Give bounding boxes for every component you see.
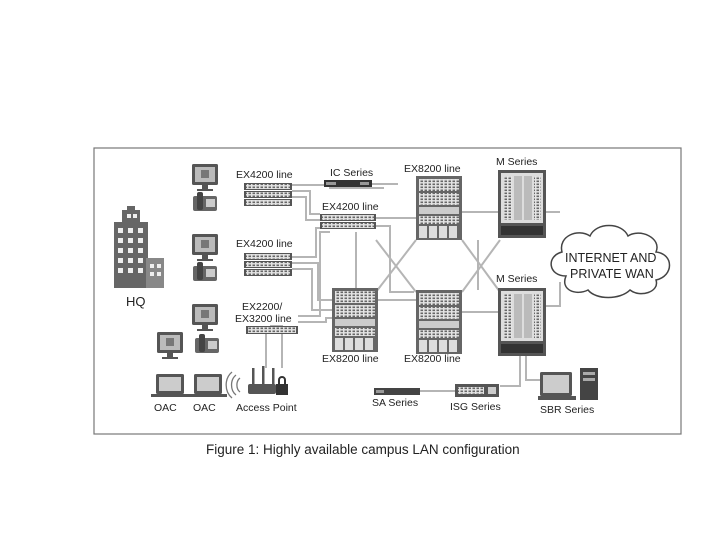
isg-series-label: ISG Series: [450, 401, 501, 413]
server-icon: [538, 368, 598, 400]
cloud-label-line2: PRIVATE WAN: [570, 267, 654, 281]
computer-icon: [192, 234, 218, 261]
sbr-series-label: SBR Series: [540, 404, 594, 416]
ex8200-br-label: EX8200 line: [404, 353, 461, 365]
router-icon-m-series-bottom: [498, 288, 546, 356]
router-icon-m-series-top: [498, 170, 546, 238]
chassis-icon-ex8200-top: [416, 176, 462, 240]
switch-icon-ex2200: [246, 326, 298, 334]
phone-icon: [193, 262, 217, 281]
hq-building-icon: [114, 206, 164, 288]
ex2200-label-line2: EX3200 line: [235, 313, 292, 325]
ex4200-mid-label: EX4200 line: [236, 238, 293, 250]
ic-series-label: IC Series: [330, 167, 373, 179]
ex8200-bl-label: EX8200 line: [322, 353, 379, 365]
workstation-group-mid: [192, 234, 218, 281]
computer-icon: [192, 164, 218, 191]
cloud-icon: [550, 224, 671, 299]
ex4200-center-label: EX4200 line: [322, 201, 379, 213]
figure-caption: Figure 1: Highly available campus LAN co…: [206, 442, 520, 457]
ex2200-label-line1: EX2200/: [242, 301, 282, 313]
ic-series-device-icon: [324, 180, 372, 187]
m-series-top-label: M Series: [496, 156, 537, 168]
sa-series-label: SA Series: [372, 397, 418, 409]
oac-label-2: OAC: [193, 402, 216, 414]
switch-icon-ex4200-top: [244, 183, 292, 206]
isg-series-device-icon: [455, 384, 499, 397]
chassis-icon-ex8200-bl: [332, 288, 378, 352]
switch-icon-ex4200-mid: [244, 253, 292, 276]
switch-icon-ex4200-center: [320, 214, 376, 229]
workstation-group-bottom: [157, 304, 219, 359]
chassis-icon-ex8200-br: [416, 290, 462, 354]
laptop-icon: [189, 374, 227, 397]
access-point-label: Access Point: [236, 402, 297, 414]
ex8200-top-label: EX8200 line: [404, 163, 461, 175]
sa-series-device-icon: [374, 388, 420, 395]
phone-icon: [193, 192, 217, 211]
computer-icon: [157, 332, 183, 359]
cloud-label-line1: INTERNET AND: [565, 251, 656, 265]
workstation-group-top: [192, 164, 218, 211]
m-series-bottom-label: M Series: [496, 273, 537, 285]
connection-lines: [265, 183, 561, 392]
hq-label: HQ: [126, 294, 146, 309]
laptop-icon: [151, 374, 189, 397]
access-point-icon: [225, 366, 288, 399]
oac-label-1: OAC: [154, 402, 177, 414]
ex4200-top-label: EX4200 line: [236, 169, 293, 181]
phone-icon: [195, 334, 219, 353]
computer-icon: [192, 304, 218, 331]
